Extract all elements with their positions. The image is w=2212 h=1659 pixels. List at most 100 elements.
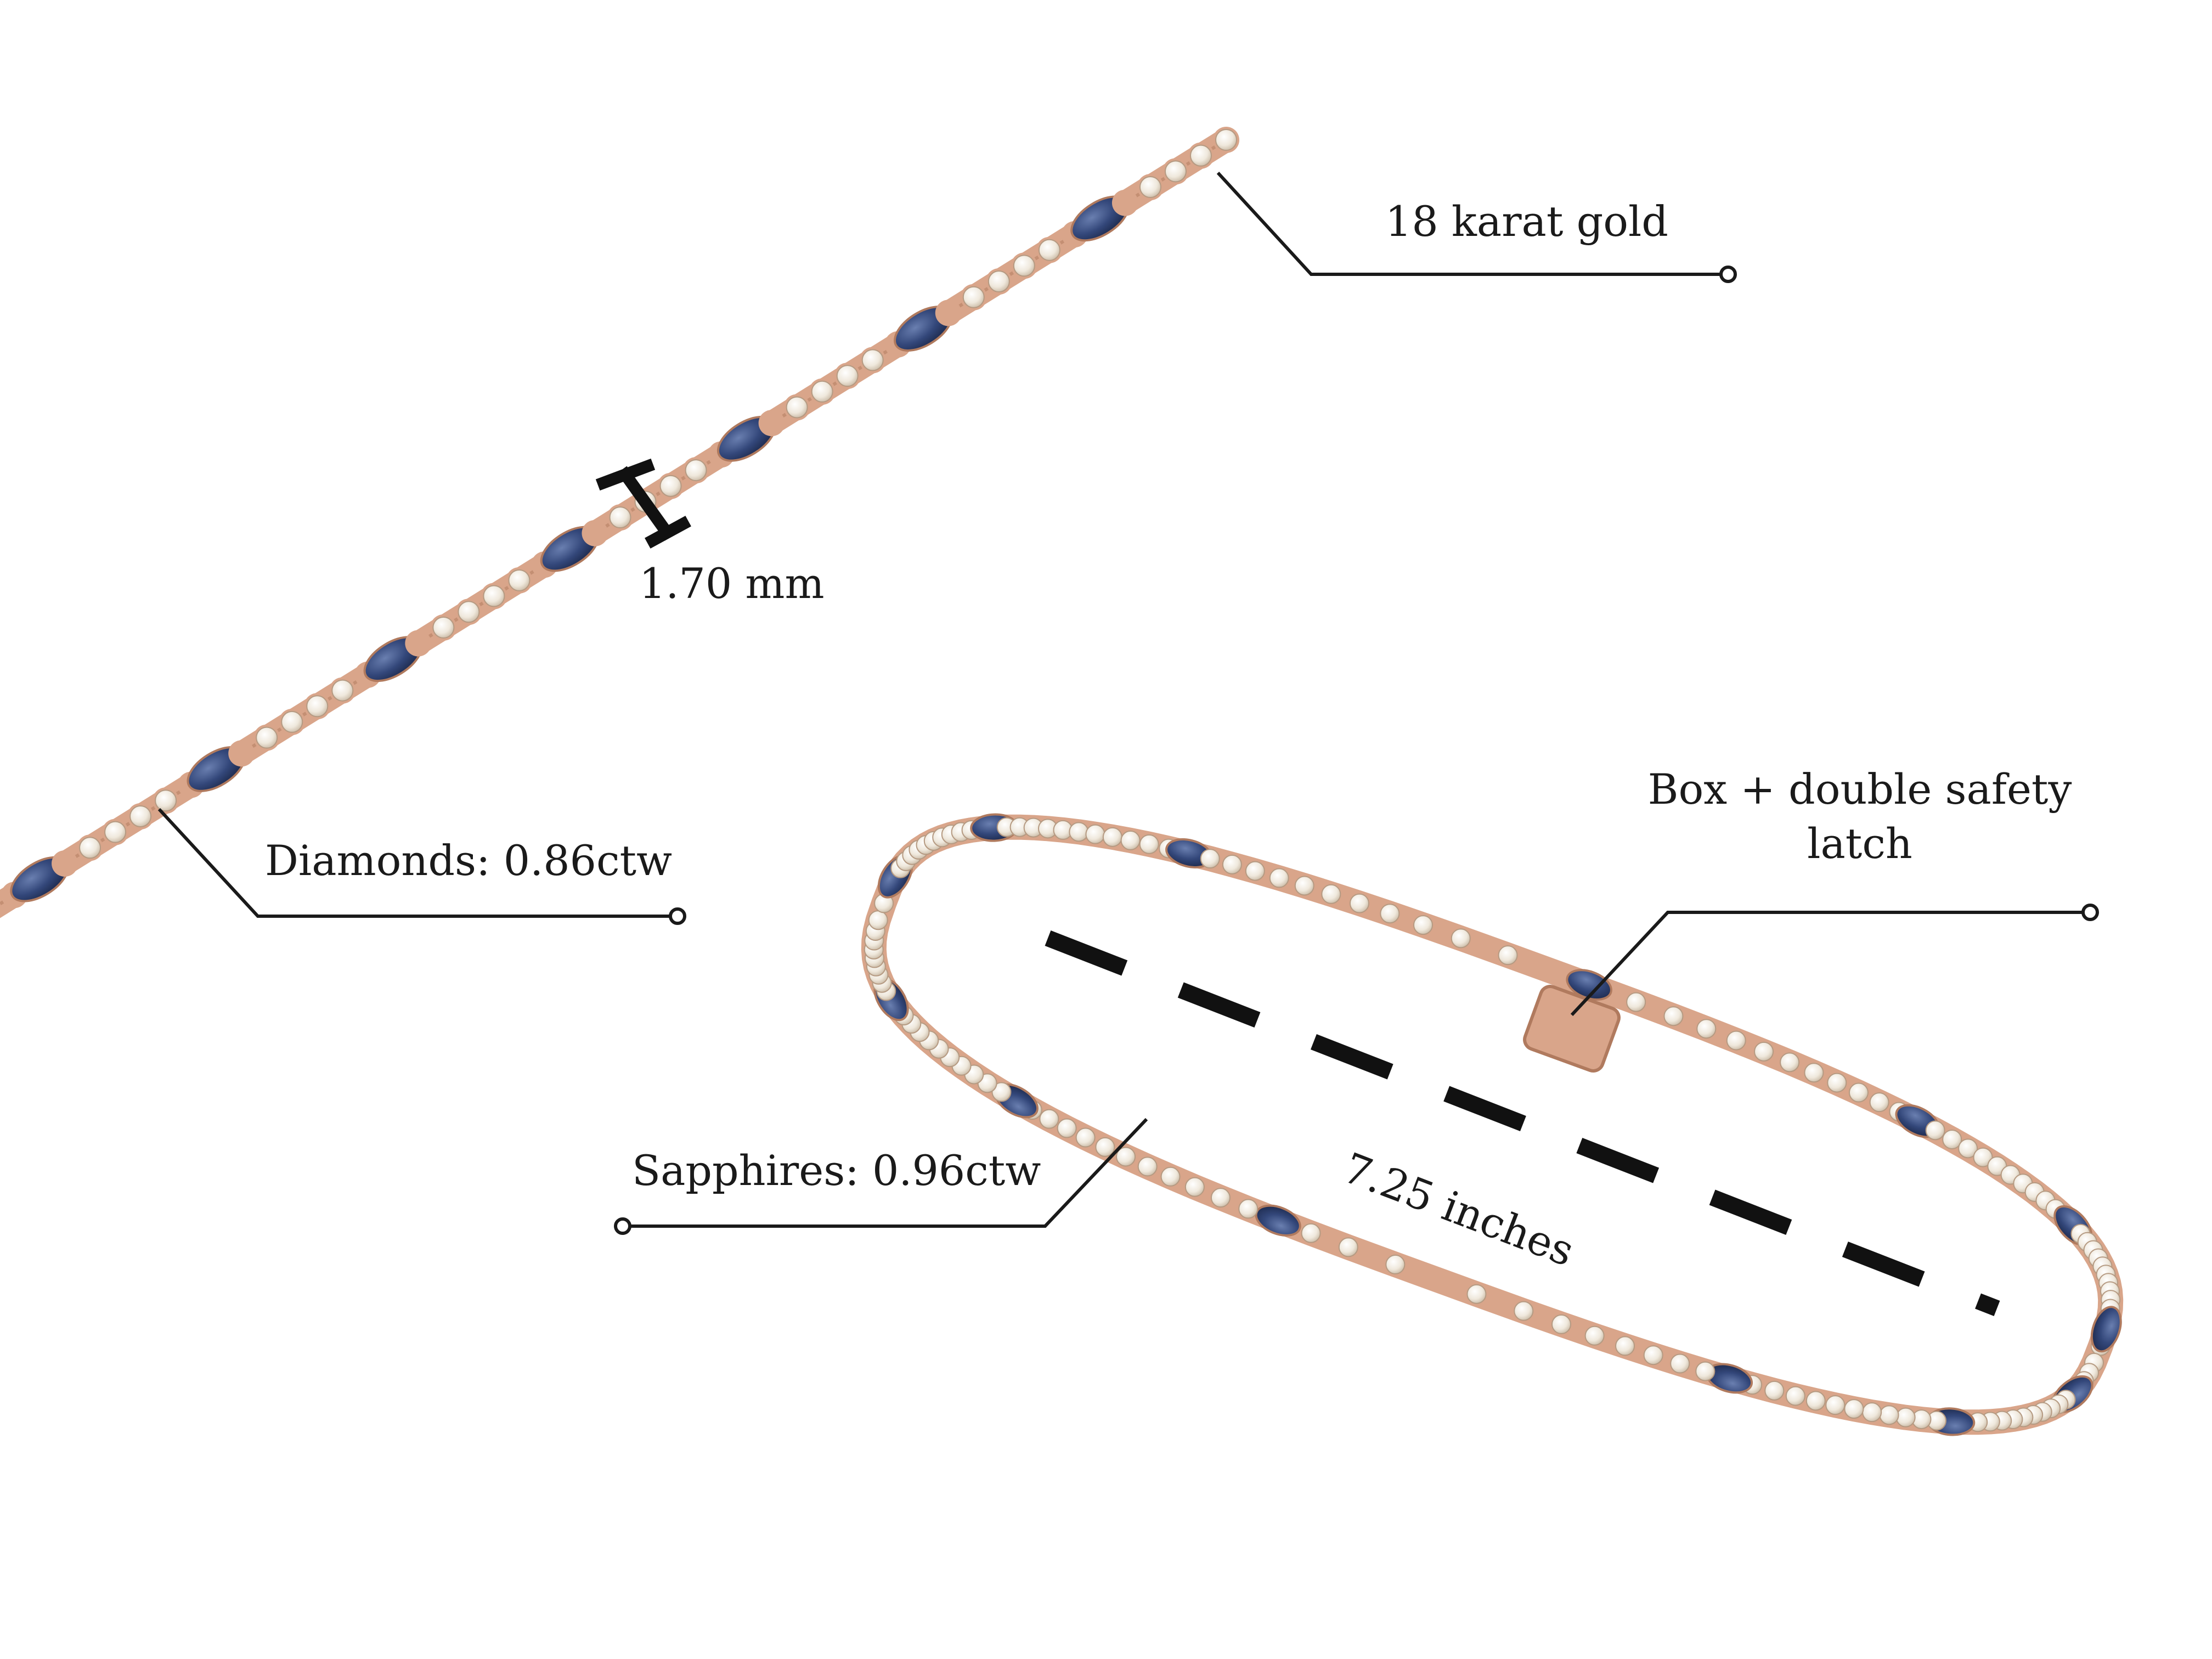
diamond-stone <box>1498 945 1518 966</box>
clasp-box-icon <box>1523 985 1621 1073</box>
diamond-stone <box>1848 1082 1869 1103</box>
diamond-stone <box>1785 1386 1805 1406</box>
label-latch-line1: Box + double safety <box>1647 765 2072 814</box>
diamond-stone <box>1451 928 1471 949</box>
diamond-stone <box>836 365 859 387</box>
diamond-stone <box>1958 1138 1978 1159</box>
diamond-stone <box>1349 893 1369 913</box>
diamond-stone <box>1139 176 1161 199</box>
diamond-stone <box>1200 849 1220 869</box>
diamond-stone <box>609 506 631 529</box>
diamond-stone <box>1726 1030 1746 1051</box>
diamond-stone <box>1137 1156 1158 1177</box>
callout-sapphires-line <box>623 1118 1148 1228</box>
callout-latch-dot <box>2081 904 2099 921</box>
diamond-stone <box>1879 1405 1899 1425</box>
diamond-stone <box>129 805 152 827</box>
diamond-stone <box>1116 1147 1136 1167</box>
diamond-stone <box>685 459 707 482</box>
diamond-stone <box>1321 884 1341 904</box>
length-dashed-line <box>1045 930 2000 1316</box>
diamond-stone <box>1696 1019 1717 1039</box>
diamond-stone <box>1160 1166 1181 1187</box>
diamond-stone <box>1942 1129 1962 1149</box>
diamond-stone <box>483 585 505 607</box>
diamond-stone <box>1663 1006 1684 1026</box>
diamond-stone <box>1670 1353 1690 1374</box>
label-latch-line2: latch <box>1807 819 1912 868</box>
diamond-stone <box>1189 144 1212 167</box>
diamond-stone <box>1301 1223 1321 1243</box>
diamond-stone <box>1615 1336 1635 1356</box>
diamond-stone <box>868 910 888 930</box>
diamond-stone <box>1643 1345 1663 1365</box>
diamond-stone <box>786 396 808 419</box>
diamond-stone <box>991 1082 1012 1102</box>
callout-gold-line <box>1216 171 1728 276</box>
diamond-stone <box>104 821 127 843</box>
diamond-stone <box>256 726 278 749</box>
diamond-stone <box>811 380 833 403</box>
callout-lines <box>157 171 2099 1235</box>
diamond-stone <box>1184 1177 1205 1197</box>
diamond-stone <box>1869 1092 1889 1113</box>
diamond-stone <box>1466 1284 1487 1304</box>
diamond-stone <box>79 837 101 859</box>
callout-diamonds-dot <box>669 907 686 925</box>
label-gold: 18 karat gold <box>1385 197 1668 246</box>
diamond-stone <box>962 286 985 308</box>
diamond-stone <box>331 679 354 702</box>
sapphire-stone <box>2090 1306 2122 1353</box>
diamond-stone <box>1754 1041 1774 1062</box>
diamond-stone <box>1804 1063 1824 1083</box>
diamond-stone <box>1238 1199 1259 1219</box>
callout-diamonds-line <box>157 808 678 918</box>
label-width: 1.70 mm <box>639 559 825 608</box>
diamond-stone <box>1584 1325 1605 1346</box>
diamond-stone <box>1973 1147 1993 1167</box>
diamond-stone <box>1069 822 1089 842</box>
diamond-stone <box>432 616 455 639</box>
diamond-stone <box>155 789 177 812</box>
diamond-stone <box>1844 1399 1864 1419</box>
bracelet-full-view <box>861 813 2124 1436</box>
diamond-stone <box>861 349 884 371</box>
diamond-stone <box>1038 239 1060 261</box>
width-marker-icon <box>595 458 691 549</box>
diamond-stone <box>1862 1402 1882 1423</box>
diamond-stone <box>458 601 480 623</box>
diamond-stone <box>1102 827 1122 847</box>
diamond-stone <box>306 695 329 718</box>
diamond-stone <box>1805 1391 1826 1411</box>
diamond-stone <box>1013 255 1035 277</box>
diamond-stone <box>1385 1254 1406 1274</box>
diamond-stone <box>1338 1237 1358 1257</box>
diamond-stone <box>1095 1137 1115 1157</box>
diamond-stone <box>1120 830 1141 850</box>
label-latch: Box + double safety latch <box>1646 763 2074 871</box>
diamond-stone <box>1780 1052 1800 1073</box>
diamond-stone <box>1695 1361 1716 1381</box>
diamond-stone <box>1215 129 1237 151</box>
diamond-stone <box>1057 1118 1077 1138</box>
diamond-stone <box>659 475 682 497</box>
callout-gold-dot <box>1719 266 1737 283</box>
diamond-stone <box>988 270 1010 293</box>
diamond-stone <box>1085 824 1105 844</box>
diamond-stone <box>1895 1407 1916 1427</box>
diamond-stone <box>1164 160 1187 183</box>
callout-latch-line <box>1570 911 2090 1017</box>
diamond-stone <box>1245 861 1265 881</box>
diamond-stone <box>281 710 303 733</box>
diamond-stone <box>1075 1127 1096 1148</box>
diamond-stone <box>1294 876 1314 896</box>
callout-sapphires-dot <box>614 1217 631 1235</box>
diamond-stone <box>1764 1380 1785 1401</box>
bracelet-closeup <box>0 127 1239 918</box>
diamond-stone <box>1551 1314 1571 1334</box>
diamond-stone <box>1514 1301 1534 1321</box>
diamond-stone <box>1825 1395 1846 1415</box>
diamond-stone <box>1626 992 1646 1012</box>
diamond-stone <box>1380 904 1400 924</box>
